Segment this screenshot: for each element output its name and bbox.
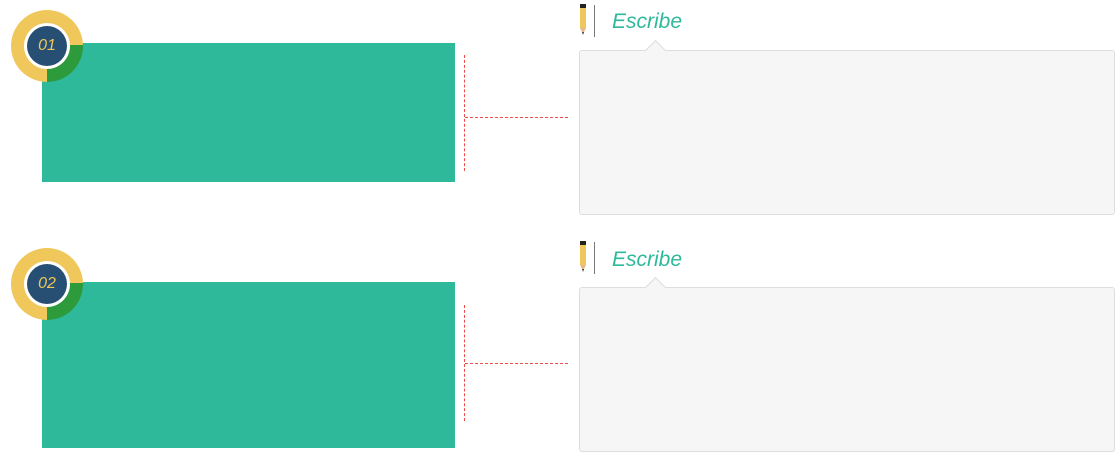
green-panel bbox=[42, 282, 455, 448]
badge-number: 02 bbox=[27, 264, 67, 304]
pencil-icon bbox=[580, 241, 595, 274]
connector-vertical-line bbox=[464, 55, 465, 171]
text-box[interactable] bbox=[579, 276, 1115, 452]
number-badge: 01 bbox=[11, 10, 83, 82]
callout-notch bbox=[644, 276, 667, 299]
item-row-1: 01 Escribe bbox=[11, 4, 1115, 215]
item-title: Escribe bbox=[612, 10, 683, 33]
callout-notch bbox=[644, 39, 667, 62]
connector-horizontal-line bbox=[465, 117, 568, 118]
number-badge: 02 bbox=[11, 248, 83, 320]
item-row-2: 02 Escribe bbox=[0, 238, 1117, 453]
text-box[interactable] bbox=[579, 39, 1115, 215]
pencil-icon bbox=[580, 4, 595, 37]
item-title: Escribe bbox=[612, 248, 683, 271]
badge-number: 01 bbox=[27, 26, 67, 66]
connector-horizontal-line bbox=[465, 363, 568, 364]
connector-vertical-line bbox=[464, 305, 465, 421]
green-panel bbox=[42, 43, 455, 182]
